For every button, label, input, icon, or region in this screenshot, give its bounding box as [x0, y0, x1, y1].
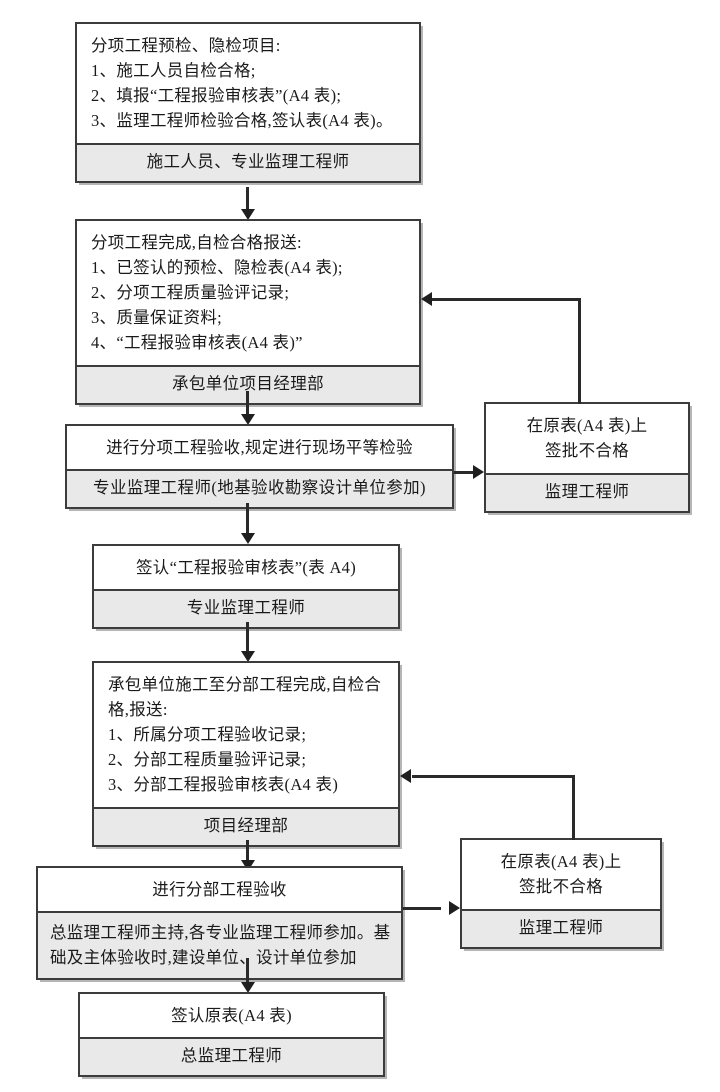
node-division-completion-submission[interactable]: 承包单位施工至分部工程完成,自检合 格,报送: 1、所属分项工程验收记录; 2、… [92, 661, 400, 848]
node-subitem-completion-submission[interactable]: 分项工程完成,自检合格报送: 1、已签认的预检、隐检表(A4 表); 2、分项工… [75, 219, 421, 406]
arrowhead-down [241, 209, 255, 220]
arrowhead-down [241, 982, 255, 993]
node-text-line: 分项工程预检、隐检项目: [91, 36, 281, 55]
node-role: 总监理工程师 [80, 1037, 383, 1075]
arrowhead-left [400, 769, 411, 783]
connector-n3-reject1 [454, 471, 476, 474]
node-role: 施工人员、专业监理工程师 [77, 143, 419, 181]
connector-n6-n7 [246, 958, 249, 985]
node-sign-review-form[interactable]: 签认“工程报验审核表”(表 A4) 专业监理工程师 [92, 544, 400, 629]
connector-reject1-left [432, 298, 581, 301]
connector-n3-n4 [246, 503, 249, 536]
node-body: 进行分项工程验收,规定进行现场平等检验 [67, 426, 452, 470]
node-text-line: 4、“工程报验审核表(A4 表)” [91, 333, 303, 353]
connector-n4-n5 [246, 622, 249, 654]
node-body: 签认原表(A4 表) [80, 994, 383, 1038]
node-subitem-acceptance[interactable]: 进行分项工程验收,规定进行现场平等检验 专业监理工程师(地基验收勘察设计单位参加… [65, 424, 454, 509]
node-role: 监理工程师 [462, 909, 660, 947]
node-body: 分项工程预检、隐检项目: 1、施工人员自检合格; 2、填报“工程报验审核表”(A… [77, 24, 419, 144]
node-text-line: 3、分部工程报验审核表(A4 表) [108, 775, 339, 795]
node-text-line: 2、填报“工程报验审核表”(A4 表); [91, 86, 342, 106]
node-pre-inspection-items[interactable]: 分项工程预检、隐检项目: 1、施工人员自检合格; 2、填报“工程报验审核表”(A… [75, 22, 421, 183]
node-text-line: 分项工程完成,自检合格报送: [91, 233, 302, 252]
node-role: 监理工程师 [486, 473, 688, 511]
connector-reject1-up [578, 298, 581, 404]
node-text-line: 1、所属分项工程验收记录; [108, 725, 307, 745]
arrowhead-down [241, 533, 255, 544]
node-text-line: 在原表(A4 表)上 [500, 852, 622, 871]
node-body: 在原表(A4 表)上 签批不合格 [462, 840, 660, 910]
node-text-line: 在原表(A4 表)上 [526, 416, 648, 435]
node-role-line: 总监理工程师主持,各专业监理工程师参加。基 [50, 923, 391, 943]
connector-reject2-up [572, 775, 575, 840]
arrowhead-down [241, 860, 255, 871]
node-text-line: 2、分项工程质量验评记录; [91, 283, 290, 303]
node-text-line: 1、施工人员自检合格; [91, 61, 256, 81]
node-text-line: 3、质量保证资料; [91, 308, 223, 328]
node-text-line: 承包单位施工至分部工程完成,自检合 [108, 675, 382, 694]
connector-n5-n6 [246, 840, 249, 863]
node-text-line: 签认原表(A4 表) [171, 1006, 292, 1025]
node-text-line: 2、分部工程质量验评记录; [108, 750, 307, 770]
node-division-acceptance[interactable]: 进行分部工程验收 总监理工程师主持,各专业监理工程师参加。基 础及主体验收时,建… [36, 866, 403, 981]
node-text-line: 3、监理工程师检验合格,签认表(A4 表)。 [91, 111, 393, 131]
node-role: 总监理工程师主持,各专业监理工程师参加。基 础及主体验收时,建设单位、设计单位参… [38, 911, 401, 979]
node-body: 进行分部工程验收 [38, 868, 401, 912]
connector-n6-reject2 [403, 907, 441, 910]
node-text-line: 签批不合格 [545, 441, 629, 461]
node-sign-original-form[interactable]: 签认原表(A4 表) 总监理工程师 [78, 992, 385, 1077]
node-text-line: 进行分项工程验收,规定进行现场平等检验 [106, 438, 413, 457]
node-body: 分项工程完成,自检合格报送: 1、已签认的预检、隐检表(A4 表); 2、分项工… [77, 221, 419, 366]
node-role: 专业监理工程师(地基验收勘察设计单位参加) [67, 469, 452, 507]
node-body: 承包单位施工至分部工程完成,自检合 格,报送: 1、所属分项工程验收记录; 2、… [94, 663, 398, 808]
node-body: 在原表(A4 表)上 签批不合格 [486, 404, 688, 474]
arrowhead-right [473, 465, 484, 479]
arrowhead-right [449, 901, 460, 915]
arrowhead-left [421, 292, 432, 306]
node-text-line: 签认“工程报验审核表”(表 A4) [135, 558, 357, 577]
node-role: 专业监理工程师 [94, 589, 398, 627]
arrowhead-down [241, 414, 255, 425]
node-reject-division[interactable]: 在原表(A4 表)上 签批不合格 监理工程师 [460, 838, 662, 949]
arrowhead-down [241, 651, 255, 662]
node-text-line: 格,报送: [108, 700, 168, 720]
node-reject-subitem[interactable]: 在原表(A4 表)上 签批不合格 监理工程师 [484, 402, 690, 513]
node-text-line: 签批不合格 [519, 877, 603, 897]
node-role: 项目经理部 [94, 807, 398, 846]
node-text-line: 进行分部工程验收 [152, 880, 287, 899]
node-text-line: 1、已签认的预检、隐检表(A4 表); [91, 258, 343, 278]
connector-n2-n3 [246, 391, 249, 417]
node-body: 签认“工程报验审核表”(表 A4) [94, 546, 398, 590]
connector-n1-n2 [246, 187, 249, 211]
node-role-line: 础及主体验收时,建设单位、设计单位参加 [50, 948, 357, 968]
connector-reject2-left [412, 775, 575, 778]
